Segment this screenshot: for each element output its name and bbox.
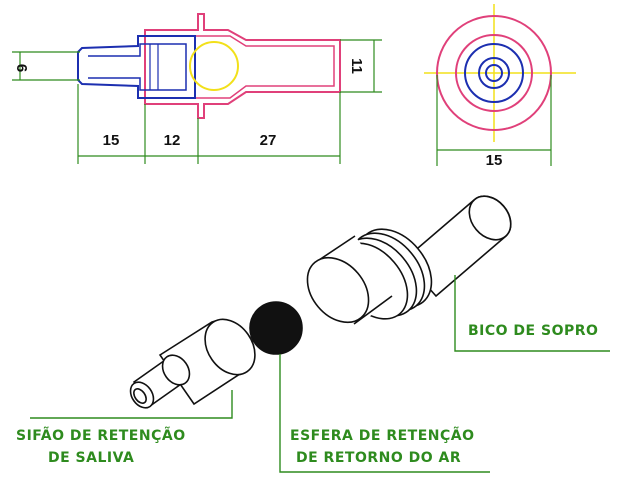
leader-sifao xyxy=(30,390,233,419)
end-view: 15 xyxy=(424,4,576,169)
siphon-circle-outer xyxy=(464,43,524,103)
dim-27-text: 27 xyxy=(260,132,277,149)
dimension-6: 6 xyxy=(12,51,80,81)
leader-esfera xyxy=(279,354,490,473)
siphon-inner xyxy=(88,43,187,91)
label-sifao-line2: DE SALIVA xyxy=(48,450,135,466)
dim-15-end-text: 15 xyxy=(486,152,503,169)
dim-12-text: 12 xyxy=(164,132,181,149)
inner-circle xyxy=(455,34,533,112)
label-sifao-line1: SIFÃO DE RETENÇÃO xyxy=(16,428,186,444)
mouthpiece-part xyxy=(306,195,512,325)
leader-lines xyxy=(30,275,610,473)
dimension-11: 11 xyxy=(340,39,382,93)
siphon-outline xyxy=(77,35,196,99)
outer-circle xyxy=(436,15,552,131)
dim-11-text: 11 xyxy=(348,58,365,74)
dim-15-text: 15 xyxy=(103,132,120,149)
ball-part xyxy=(249,301,303,355)
dimension-horizontal: 15 12 27 xyxy=(77,84,341,164)
mouthpiece-outline xyxy=(144,13,341,119)
label-bico-de-sopro: BICO DE SOPRO xyxy=(468,323,599,339)
exploded-view xyxy=(129,195,512,409)
siphon-part xyxy=(129,318,256,409)
mouthpiece-inner-line xyxy=(150,35,335,99)
siphon-circle-inner xyxy=(485,64,503,82)
label-esfera-line1: ESFERA DE RETENÇÃO xyxy=(290,428,475,444)
leader-bico xyxy=(454,275,610,352)
side-section-view: 6 11 15 12 27 xyxy=(12,13,382,164)
ball-section xyxy=(189,41,239,91)
dim-6-text: 6 xyxy=(13,64,30,72)
siphon-circle-mid xyxy=(478,57,510,89)
label-esfera-line2: DE RETORNO DO AR xyxy=(296,450,462,466)
